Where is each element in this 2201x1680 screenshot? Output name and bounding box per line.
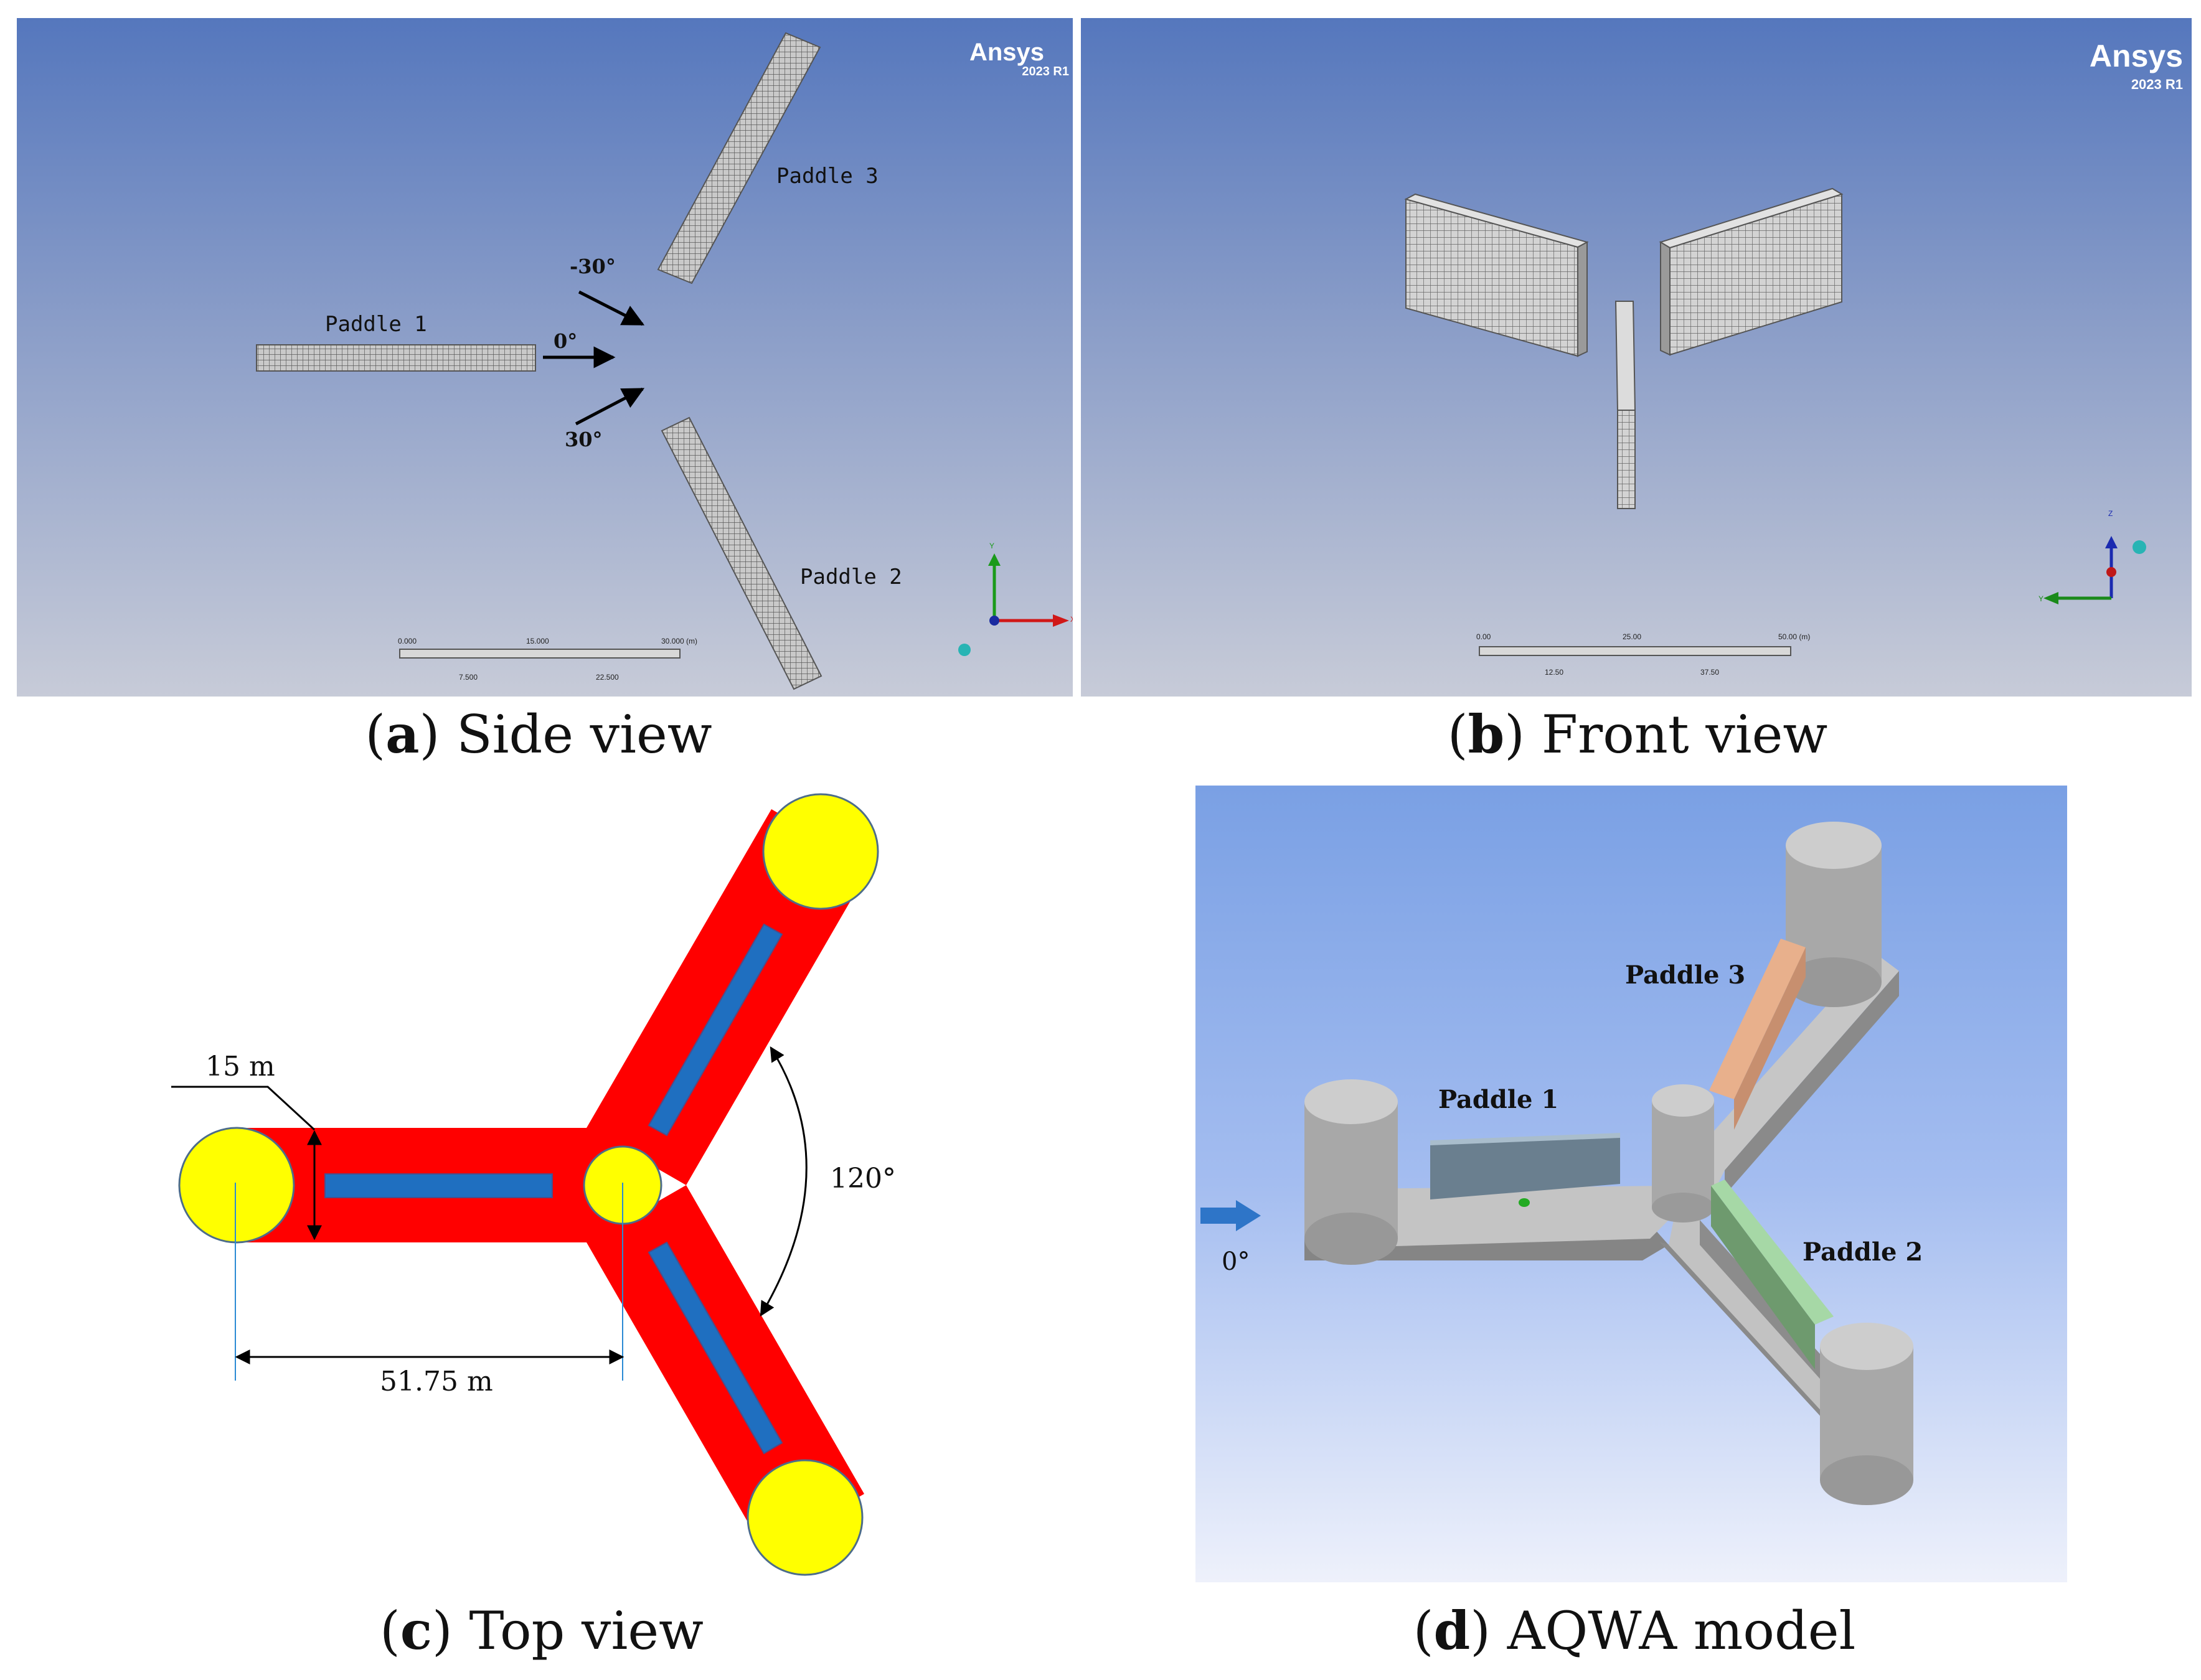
scale-bar: 0.000 15.000 30.000 (m) 7.500 22.500 [398,637,697,682]
paddle-1-label: Paddle 1 [1438,1085,1558,1114]
column-top [762,793,879,910]
paddle-3-mesh [657,32,821,284]
angle-label: 120° [830,1163,896,1194]
paddle-2-mesh [661,416,822,690]
front-paddle-left [1404,193,1589,357]
top-view-canvas: 15 m 51.75 m 120° [171,793,896,1576]
svg-text:15.000: 15.000 [526,637,549,645]
column-bottom [1820,1323,1913,1505]
ansys-logo: Ansys [2090,39,2183,73]
svg-text:Y: Y [2038,594,2043,603]
paddle-2 [648,1241,783,1455]
caption-d: (d) AQWA model [1413,1600,1856,1661]
svg-text:25.00: 25.00 [1623,632,1641,641]
axis-triad: Z Y [2038,509,2146,604]
front-view-canvas: Ansys 2023 R1 0.00 25.00 50.00 (m) 12.50… [1404,39,2183,677]
svg-text:50.00 (m): 50.00 (m) [1778,632,1810,641]
side-view-panel: Ansys 2023 R1 Paddle 1 Paddle 2 Paddle 3… [17,18,1073,697]
column-left [1304,1079,1398,1265]
front-paddle-center [1614,301,1636,509]
front-view-panel: Ansys 2023 R1 0.00 25.00 50.00 (m) 12.50… [1081,18,2192,697]
center-of-gravity-marker [1519,1198,1530,1207]
angle-arc [760,1046,808,1317]
svg-text:12.50: 12.50 [1545,668,1563,677]
ansys-version: 2023 R1 [1022,65,1069,78]
wave-angle-label: 0° [1222,1247,1250,1276]
angle-label-0: 0° [554,329,577,353]
svg-text:7.500: 7.500 [459,673,478,682]
arrow-minus-30 [578,290,645,326]
angle-label-minus-30: -30° [570,255,616,278]
wave-direction-arrow [1200,1200,1261,1231]
top-view-panel: 15 m 51.75 m 120° [0,772,1096,1593]
paddle-1-mesh [256,344,536,372]
svg-text:37.50: 37.50 [1700,668,1719,677]
front-paddle-right [1659,187,1844,356]
svg-text:Y: Y [989,542,994,550]
caption-a: (a) Side view [365,703,712,765]
aqwa-model-panel: Paddle 1 Paddle 2 Paddle 3 0° [1195,786,2067,1582]
distance-label: 51.75 m [380,1366,493,1397]
paddle-3-label: Paddle 3 [1625,960,1745,990]
svg-text:X: X [1070,615,1073,624]
svg-text:Z: Z [2108,509,2113,518]
svg-text:0.00: 0.00 [1476,632,1491,641]
paddle-1 [1430,1133,1620,1199]
aqwa-model-canvas: Paddle 1 Paddle 2 Paddle 3 0° [1200,822,1923,1505]
svg-text:22.500: 22.500 [596,673,619,682]
scale-bar: 0.00 25.00 50.00 (m) 12.50 37.50 [1476,632,1810,677]
caption-b: (b) Front view [1447,703,1828,765]
ansys-version: 2023 R1 [2131,77,2183,92]
width-leader [171,1086,316,1131]
arrow-plus-30 [575,387,645,426]
paddle-3 [648,923,783,1137]
ansys-logo: Ansys [969,39,1044,66]
paddle-3 [1709,939,1806,1130]
column-center [1652,1084,1714,1222]
angle-label-30: 30° [565,428,603,451]
paddle-2-label: Paddle 2 [1803,1237,1923,1267]
paddle-1-label: Paddle 1 [325,312,427,337]
axis-triad: Y X [958,542,1073,656]
paddle-1 [324,1173,553,1198]
side-view-canvas: Ansys 2023 R1 Paddle 1 Paddle 2 Paddle 3… [256,32,1073,690]
paddle-2 [1711,1180,1834,1369]
width-label: 15 m [205,1051,275,1082]
column-left [178,1127,295,1244]
paddle-3-label: Paddle 3 [776,164,879,189]
column-bottom [747,1459,864,1576]
paddle-2-label: Paddle 2 [800,565,902,589]
svg-text:30.000 (m): 30.000 (m) [661,637,697,645]
caption-c: (c) Top view [380,1600,704,1661]
svg-text:0.000: 0.000 [398,637,417,645]
